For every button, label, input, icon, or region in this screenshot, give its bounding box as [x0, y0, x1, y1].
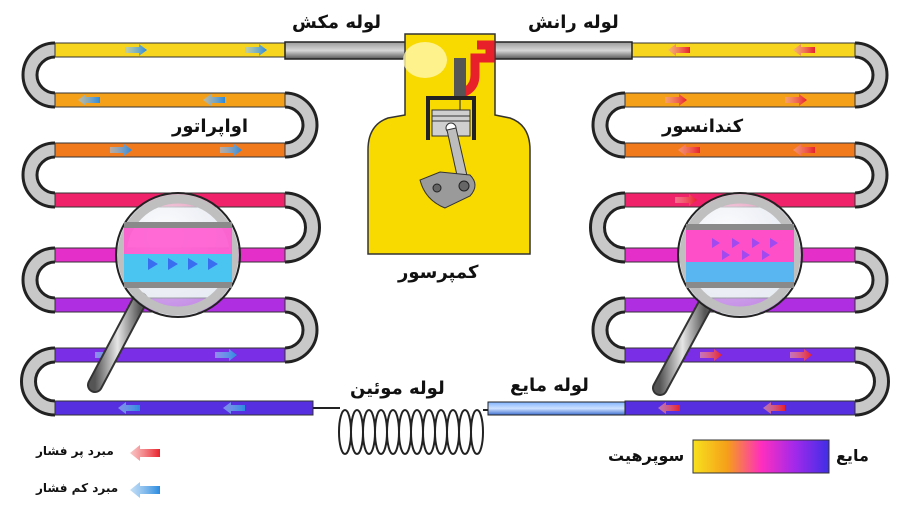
evap-flow-arrow — [223, 402, 245, 414]
cond-tube-7 — [624, 347, 856, 363]
compressor-body — [367, 33, 531, 255]
crankshaft — [419, 171, 476, 209]
cond-tube-3 — [624, 142, 856, 158]
discharge-pipe — [491, 41, 633, 60]
evaporator-coil — [20, 41, 321, 417]
evap-tube-8 — [54, 400, 314, 416]
cond-flow-arrow — [793, 44, 815, 56]
liquid-pipe — [487, 401, 626, 416]
evap-flow-arrow — [220, 144, 242, 156]
cond-flow-arrow — [668, 44, 690, 56]
cond-flow-arrow — [790, 349, 812, 361]
compressor-label: کمپرسور — [398, 262, 479, 283]
low-pressure-legend-label: مبرد کم فشار — [36, 481, 119, 495]
cond-tube-2 — [624, 92, 856, 108]
high-pressure-arrow-icon — [130, 445, 160, 461]
condenser-magnifier — [652, 192, 803, 396]
capillary-tube-label: لوله موئین — [350, 378, 445, 399]
compressor — [367, 33, 531, 255]
gradient-superheat-label: سوپرهیت — [608, 446, 685, 465]
evap-flow-arrow — [203, 94, 225, 106]
high-pressure-legend-label: مبرد پر فشار — [36, 444, 114, 458]
gradient-liquid-label: مایع — [836, 446, 869, 465]
legend — [130, 439, 830, 498]
evap-tube-3 — [54, 142, 286, 158]
evap-flow-arrow — [118, 402, 140, 414]
cond-flow-arrow — [785, 94, 807, 106]
cond-flow-arrow — [665, 94, 687, 106]
evap-flow-arrow — [125, 44, 147, 56]
cond-tube-1 — [624, 42, 856, 58]
compressor-discharge-tube — [454, 58, 466, 98]
cond-flow-arrow — [763, 402, 785, 414]
evap-flow-arrow — [245, 44, 267, 56]
evaporator-label: اواپراتور — [172, 116, 249, 137]
cond-flow-arrow — [700, 349, 722, 361]
evap-flow-arrow — [215, 349, 237, 361]
suction-pipe — [284, 41, 411, 60]
evaporator-magnifier — [87, 192, 241, 393]
phase-gradient-bar — [692, 439, 830, 474]
cond-flow-arrow — [675, 194, 697, 206]
evap-flow-arrow — [78, 94, 100, 106]
condenser-label: کندانسور — [662, 116, 744, 137]
capillary-tube — [313, 407, 490, 455]
liquid-pipe-label: لوله مایع — [510, 375, 589, 396]
cond-flow-arrow — [678, 144, 700, 156]
evap-tube-7 — [54, 347, 286, 363]
low-pressure-arrow-icon — [130, 482, 160, 498]
evap-tube-2 — [54, 92, 286, 108]
evap-flow-arrow — [110, 144, 132, 156]
cond-flow-arrow — [793, 144, 815, 156]
cond-flow-arrow — [658, 402, 680, 414]
suction-pipe-label: لوله مکش — [292, 12, 382, 33]
discharge-pipe-label: لوله رانش — [528, 12, 619, 33]
